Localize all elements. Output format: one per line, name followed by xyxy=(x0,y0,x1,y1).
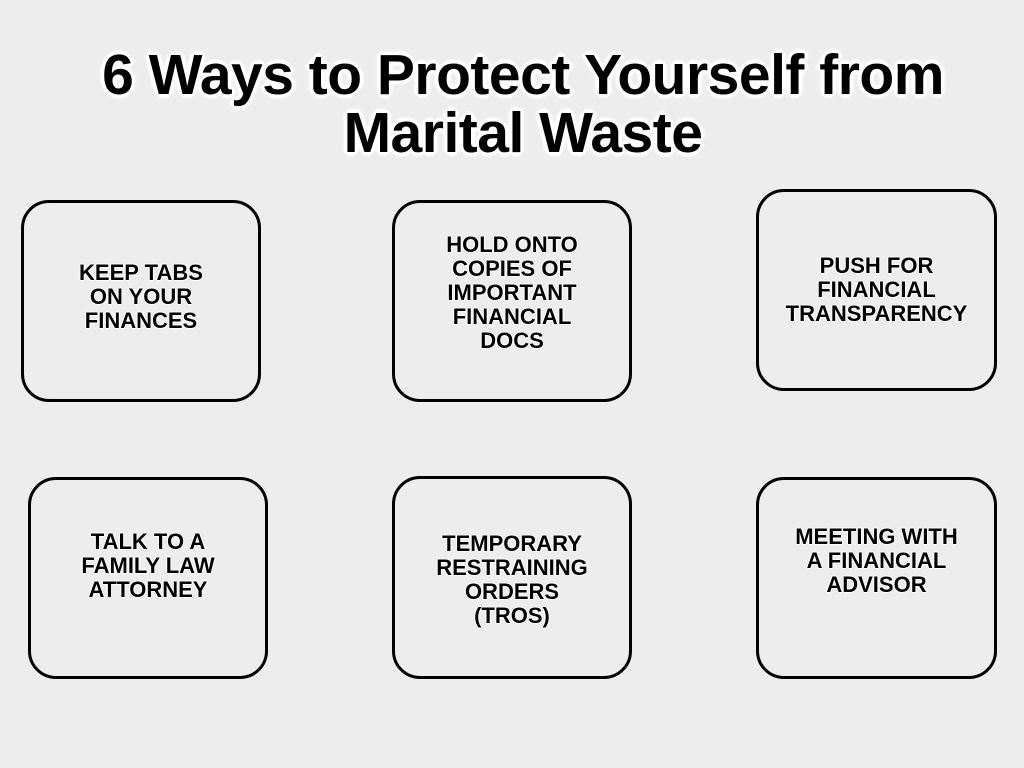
card-financial-advisor: MEETING WITH A FINANCIAL ADVISOR xyxy=(756,477,997,679)
card-label: PUSH FOR FINANCIAL TRANSPARENCY xyxy=(785,253,968,326)
card-label: KEEP TABS ON YOUR FINANCES xyxy=(79,260,203,333)
title-line-2: Marital Waste xyxy=(343,101,703,165)
card-label: TEMPORARY RESTRAINING ORDERS (TROS) xyxy=(436,531,588,628)
title-line-1: 6 Ways to Protect Yourself from xyxy=(102,43,944,107)
card-family-law-attorney: TALK TO A FAMILY LAW ATTORNEY xyxy=(28,477,268,679)
card-label: HOLD ONTO COPIES OF IMPORTANT FINANCIAL … xyxy=(446,232,578,353)
card-label: TALK TO A FAMILY LAW ATTORNEY xyxy=(81,529,215,602)
page-title: 6 Ways to Protect Yourself from Marital … xyxy=(0,46,1024,162)
card-restraining-orders: TEMPORARY RESTRAINING ORDERS (TROS) xyxy=(392,476,632,679)
card-hold-copies: HOLD ONTO COPIES OF IMPORTANT FINANCIAL … xyxy=(392,200,632,402)
card-keep-tabs: KEEP TABS ON YOUR FINANCES xyxy=(21,200,261,402)
card-label: MEETING WITH A FINANCIAL ADVISOR xyxy=(795,524,958,597)
card-financial-transparency: PUSH FOR FINANCIAL TRANSPARENCY xyxy=(756,189,997,391)
